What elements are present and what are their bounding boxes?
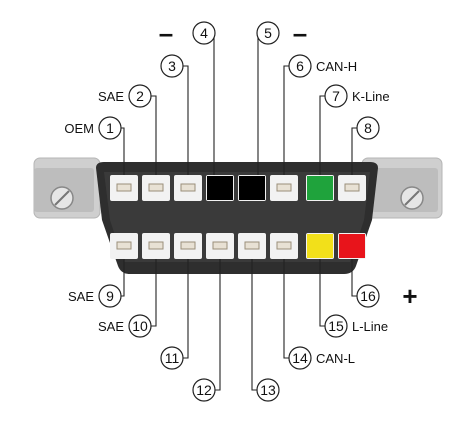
pin-callout-circle-4 (192, 21, 216, 45)
pin-callout-circle-8 (356, 116, 380, 140)
pin-label-14: CAN-L (316, 351, 355, 366)
minus-sign-pin4: – (159, 18, 173, 48)
pin-contact-8 (344, 183, 360, 192)
pin-callout-circle-9 (98, 284, 122, 308)
pin-contact-14 (276, 241, 292, 250)
leader-line-10 (151, 259, 157, 327)
pin-label-10: SAE (98, 319, 124, 334)
pin-callout-circle-10 (128, 314, 152, 338)
pin-callout-circle-5 (256, 21, 280, 45)
pin-callout-circle-15 (324, 314, 348, 338)
pin-number-14: 14 (292, 350, 308, 366)
leader-line-3 (183, 65, 189, 175)
pin-label-6: CAN-H (316, 59, 357, 74)
leader-line-14 (283, 259, 289, 359)
pin-callout-circle-3 (160, 54, 184, 78)
pin-contact-3 (180, 183, 196, 192)
mounting-bracket-left (33, 157, 101, 219)
pin-callout-circle-12 (192, 378, 216, 402)
leader-line-5 (257, 32, 259, 175)
pin-contact-16 (339, 234, 365, 258)
leader-line-9 (121, 259, 125, 297)
pin-number-12: 12 (196, 382, 212, 398)
leader-line-16 (351, 259, 357, 297)
plus-sign-pin16: + (402, 281, 417, 311)
pin-callout-circle-13 (256, 378, 280, 402)
pin-number-8: 8 (364, 120, 372, 136)
pin-contact-7 (307, 176, 333, 200)
pin-contact-10 (148, 241, 164, 250)
pin-callout-circle-1 (98, 116, 122, 140)
pin-number-13: 13 (260, 382, 276, 398)
leader-line-7 (319, 95, 325, 175)
pin-contact-5 (239, 176, 265, 200)
pin-contact-6 (276, 183, 292, 192)
pin-label-1: OEM (64, 121, 94, 136)
pin-contacts (116, 176, 365, 258)
pin-number-15: 15 (328, 318, 344, 334)
pin-contact-12 (212, 241, 228, 250)
pin-number-16: 16 (360, 288, 376, 304)
pin-number-2: 2 (136, 88, 144, 104)
pin-callout-circle-11 (160, 346, 184, 370)
leader-line-6 (283, 65, 289, 175)
pin-label-7: K-Line (352, 89, 390, 104)
pin-contact-1 (116, 183, 132, 192)
pin-callout-circle-16 (356, 284, 380, 308)
pin-number-10: 10 (132, 318, 148, 334)
pin-number-3: 3 (168, 58, 176, 74)
mounting-bracket-right (361, 157, 443, 219)
pin-number-6: 6 (296, 58, 304, 74)
leader-line-2 (151, 95, 157, 175)
leader-line-4 (213, 32, 215, 175)
pin-callout-circle-2 (128, 84, 152, 108)
leader-line-11 (183, 259, 189, 359)
leader-line-15 (319, 259, 325, 327)
pin-number-1: 1 (106, 120, 114, 136)
pin-label-9: SAE (68, 289, 94, 304)
leader-line-8 (351, 127, 357, 175)
pin-label-2: SAE (98, 89, 124, 104)
pin-number-5: 5 (264, 25, 272, 41)
pin-contact-9 (116, 241, 132, 250)
leader-line-1 (121, 127, 125, 175)
pin-label-15: L-Line (352, 319, 388, 334)
pin-number-7: 7 (332, 88, 340, 104)
leader-line-12 (215, 259, 221, 391)
pin-contact-15 (307, 234, 333, 258)
pin-number-9: 9 (106, 288, 114, 304)
pin-callout-circle-7 (324, 84, 348, 108)
pin-callout-circle-14 (288, 346, 312, 370)
minus-sign-pin5: – (293, 18, 307, 48)
connector-inner-face (104, 172, 370, 262)
leader-line-13 (251, 259, 257, 391)
pin-contact-13 (244, 241, 260, 250)
pin-callout-circle-6 (288, 54, 312, 78)
pin-contact-2 (148, 183, 164, 192)
pin-contact-4 (207, 176, 233, 200)
pin-number-11: 11 (165, 350, 180, 366)
pin-contact-11 (180, 241, 196, 250)
pin-number-4: 4 (200, 25, 208, 41)
